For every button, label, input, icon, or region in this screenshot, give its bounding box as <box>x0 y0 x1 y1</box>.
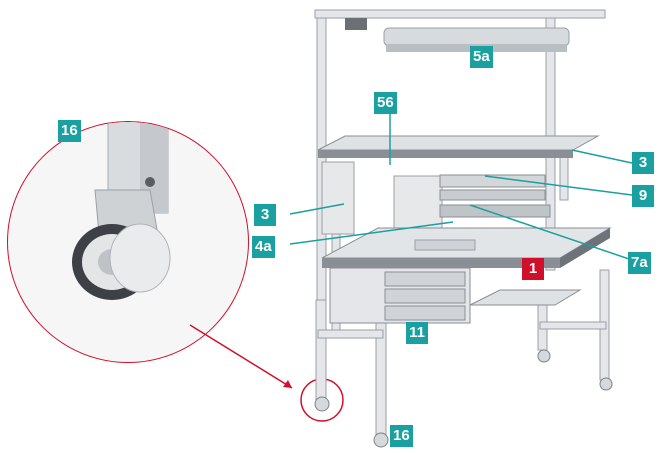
callout-light: 5a <box>470 46 493 68</box>
callout-tray: 9 <box>632 185 654 207</box>
main-worktop <box>321 227 612 268</box>
callout-drawer-rail: 7a <box>628 252 651 274</box>
callout-worktop-mat: 4a <box>252 236 275 258</box>
callout-castor: 16 <box>390 425 413 447</box>
upper-shelf <box>317 135 600 158</box>
callout-drawer-unit: 11 <box>406 322 428 344</box>
tray-and-rail <box>439 174 551 218</box>
castors <box>314 349 613 448</box>
magnifier-detail <box>7 121 249 363</box>
light-fixture <box>345 18 570 52</box>
callout-upper-shelf: 56 <box>374 92 397 114</box>
workbench-frame <box>314 9 610 441</box>
detail-pointer-line <box>189 324 293 389</box>
callout-side-right: 3 <box>632 152 654 174</box>
callout-magnifier: 16 <box>58 120 81 142</box>
callout-side-left: 3 <box>254 204 276 226</box>
callout-leaders <box>289 112 633 261</box>
lower-shelf <box>469 289 582 306</box>
perforated-panel <box>321 161 443 235</box>
drawer-unit <box>329 267 471 324</box>
callout-worktop: 1 <box>522 258 544 280</box>
